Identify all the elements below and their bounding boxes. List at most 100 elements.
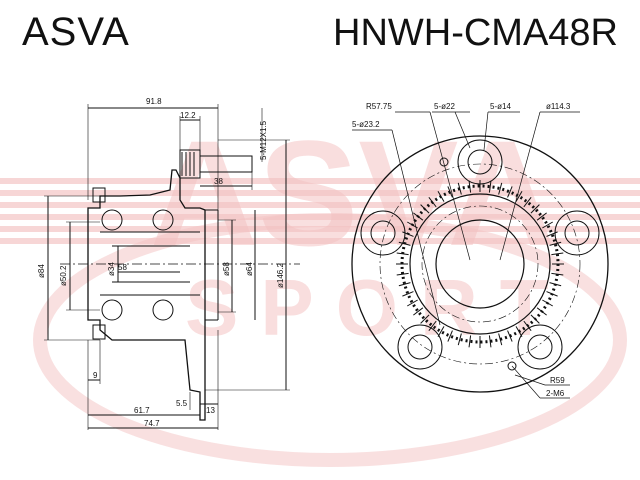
dim-bottom-74-7: 74.7 (144, 419, 160, 428)
tone-ring-tooth (546, 291, 558, 297)
dim-d50: ø50.2 (59, 265, 68, 286)
tone-ring-tooth (447, 330, 453, 342)
stud-hole-boss (397, 324, 443, 370)
seal-block (92, 187, 106, 203)
tone-ring-tooth (402, 231, 414, 237)
center-bore (435, 219, 525, 309)
watermark-ring (33, 213, 627, 467)
bearing-ball (101, 209, 123, 231)
dim-d58: ø58 (222, 262, 231, 276)
tone-ring-tooth (515, 191, 523, 202)
label-holes-14: 5-ø14 (490, 102, 511, 111)
tone-ring-tooth (413, 212, 424, 221)
seal-block (92, 324, 106, 340)
dim-bottom-13: 13 (206, 406, 215, 415)
m6-hole (439, 157, 449, 167)
bearing-ball (152, 299, 174, 321)
dim-top-overall: 91.8 (146, 97, 162, 106)
tone-ring-tooth (488, 180, 492, 193)
wheel-stud-shaft (199, 155, 253, 173)
watermark-text-bottom: SPORT (185, 263, 571, 352)
dim-len58: 58 (118, 263, 127, 272)
tone-ring-tooth (551, 252, 564, 256)
dim-top-flange: 12.2 (180, 111, 196, 120)
stud-holes (360, 139, 600, 370)
tone-ring-tooth (396, 252, 409, 256)
hub-inner-ring (409, 193, 551, 335)
label-holes-23-2: 5-ø23.2 (352, 120, 380, 129)
tone-ring-tooth (507, 330, 513, 342)
tone-ring-tooth (536, 212, 547, 221)
tone-ring-tooth (530, 314, 540, 324)
dim-bottom-9: 9 (93, 371, 98, 380)
dim-d34: ø34 (107, 262, 116, 276)
tone-ring-tooth (468, 335, 472, 348)
dim-d84: ø84 (37, 264, 46, 278)
tone-ring-tooth (542, 299, 553, 307)
tone-ring-tooth (420, 314, 430, 324)
stud-hole (370, 220, 396, 246)
tone-ring-tooth (468, 180, 472, 193)
dim-d64: ø64 (245, 262, 254, 276)
stud-hole (467, 149, 493, 175)
part-number: HNWH-CMA48R (333, 12, 618, 54)
tone-ring-tooth (413, 307, 424, 316)
bearing-ball (101, 299, 123, 321)
label-r59: R59 (550, 376, 565, 385)
tone-ring-tooth (515, 326, 523, 337)
tone-ring-tooth (530, 204, 540, 214)
tone-ring-tooth (549, 282, 562, 287)
label-holes-22: 5-ø22 (434, 102, 455, 111)
tone-ring-tooth (420, 204, 430, 214)
tone-ring-tooth (447, 186, 453, 198)
label-pcd-114-3: ø114.3 (546, 102, 571, 111)
tone-ring-tooth (398, 282, 411, 287)
watermark-stripes (0, 178, 640, 244)
tone-ring-tooth (488, 335, 492, 348)
inner-pcd-circle (421, 205, 539, 323)
stud-hole (527, 334, 553, 360)
tone-ring-tooth (536, 307, 547, 316)
stud-hole-boss (517, 324, 563, 370)
pcd-circle (379, 163, 581, 365)
dim-bottom-5-5: 5.5 (176, 399, 188, 408)
tone-ring-tooth (457, 182, 462, 195)
tone-ring-tooth (402, 291, 414, 297)
tone-ring-tooth (428, 197, 437, 208)
side-view (44, 104, 300, 430)
tone-ring-tooth (523, 320, 532, 331)
stud-hole (407, 334, 433, 360)
flange-outer (351, 135, 609, 393)
tone-ring-tooth (457, 333, 462, 346)
tone-ring-tooth (542, 221, 553, 229)
dim-d146: ø146.2 (276, 263, 285, 288)
dim-stud-length: 38 (214, 177, 223, 186)
tone-ring-tooth (523, 197, 532, 208)
front-view-labels: R57.75 5-ø22 5-ø14 ø114.3 5-ø23.2 R59 2-… (352, 102, 571, 398)
dim-stud-spec: 5-M12X1.5 (259, 120, 268, 160)
tone-ring-teeth (396, 180, 564, 348)
tone-ring-tooth (428, 320, 437, 331)
tone-ring-tooth (498, 333, 503, 346)
label-r57-75: R57.75 (366, 102, 392, 111)
tone-ring-tooth (407, 221, 418, 229)
brand-logo-text: ASVA (22, 10, 130, 54)
watermark: ASVA SPORT (0, 109, 640, 467)
tone-ring-tooth (437, 191, 445, 202)
tone-ring-tooth (407, 299, 418, 307)
dim-bottom-61-7: 61.7 (134, 406, 150, 415)
tone-ring-tooth (398, 241, 411, 246)
bearing-ball (152, 209, 174, 231)
tone-ring-tooth (437, 326, 445, 337)
tone-ring-tooth (507, 186, 513, 198)
label-m6: 2-M6 (546, 389, 565, 398)
tone-ring-tooth (498, 182, 503, 195)
tone-ring-tooth (549, 241, 562, 246)
side-view-labels: 91.8 12.2 5-M12X1.5 38 ø84 ø50.2 ø34 58 … (37, 97, 285, 428)
tone-ring-tooth (551, 272, 564, 276)
m6-hole (507, 361, 517, 371)
tone-ring-tooth (396, 272, 409, 276)
tone-ring-tooth (546, 231, 558, 237)
stud-hole (564, 220, 590, 246)
